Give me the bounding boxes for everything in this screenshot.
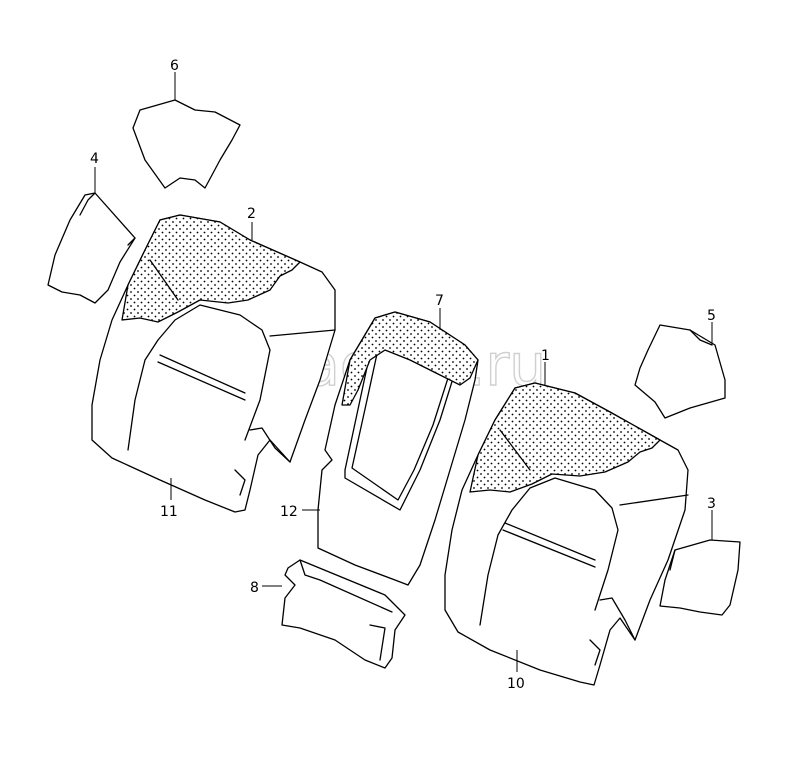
callout-11: 11: [160, 504, 178, 520]
callout-6: 6: [170, 58, 179, 74]
part-8-bracket: [281, 559, 406, 669]
callout-3: 3: [707, 496, 716, 512]
callout-5: 5: [707, 308, 716, 324]
callout-1: 1: [541, 348, 550, 364]
part-1-backrest-pad-right: [469, 382, 661, 493]
part-6-foam-pad: [132, 99, 241, 189]
callout-4: 4: [90, 151, 99, 167]
part-7-headrest-pad: [341, 311, 479, 406]
part-2-backrest-pad-left: [121, 214, 301, 323]
callout-2: 2: [247, 206, 256, 222]
callout-12: 12: [280, 504, 298, 520]
part-3-foam-block: [659, 539, 741, 616]
callout-8: 8: [250, 580, 259, 596]
part-5-foam-block: [634, 324, 726, 419]
callout-10: 10: [507, 676, 525, 692]
callout-7: 7: [435, 293, 444, 309]
part-4-foam-block: [47, 192, 136, 304]
leader-lines: [94, 72, 713, 672]
